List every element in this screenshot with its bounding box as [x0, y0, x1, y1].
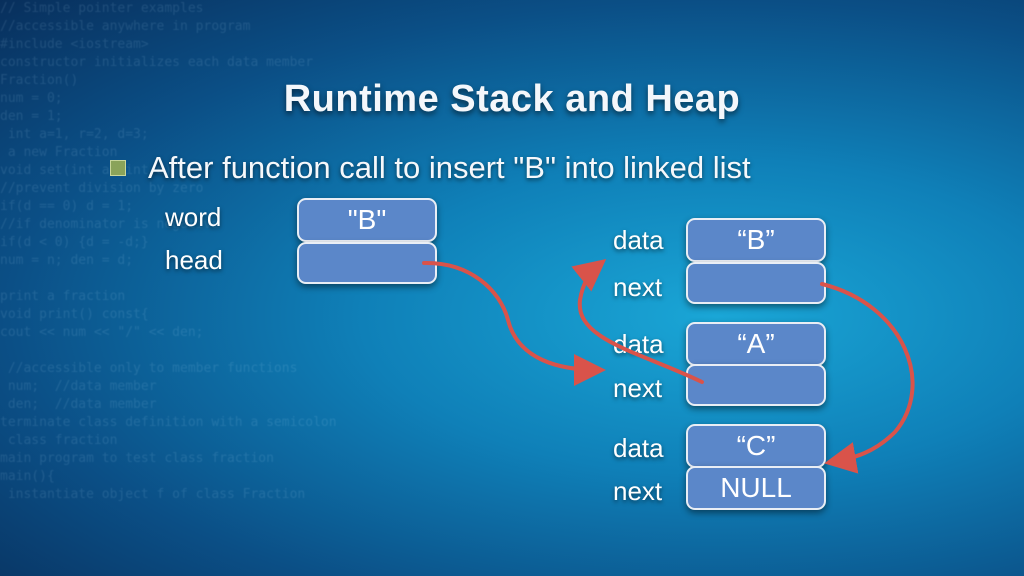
node3-next-label: next — [613, 476, 663, 506]
node3-next-box: NULL — [686, 466, 826, 510]
node2-next-box — [686, 364, 826, 406]
word-label: word — [165, 202, 222, 232]
word-variable-box: "B" — [297, 198, 437, 242]
node1-next-label: next — [613, 272, 663, 302]
head-label: head — [165, 245, 223, 275]
node2-data-box: “A” — [686, 322, 826, 366]
node1-data-box: “B” — [686, 218, 826, 262]
slide-title: Runtime Stack and Heap — [283, 78, 741, 120]
bullet-text: After function call to insert "B" into l… — [148, 150, 751, 185]
head-pointer-box — [297, 242, 437, 284]
node2-data-label: data — [613, 329, 664, 359]
node1-data-label: data — [613, 225, 664, 255]
node2-next-label: next — [613, 373, 663, 403]
node1-next-box — [686, 262, 826, 304]
bullet-square-icon — [110, 160, 126, 176]
node3-data-box: “C” — [686, 424, 826, 468]
node3-data-label: data — [613, 433, 664, 463]
